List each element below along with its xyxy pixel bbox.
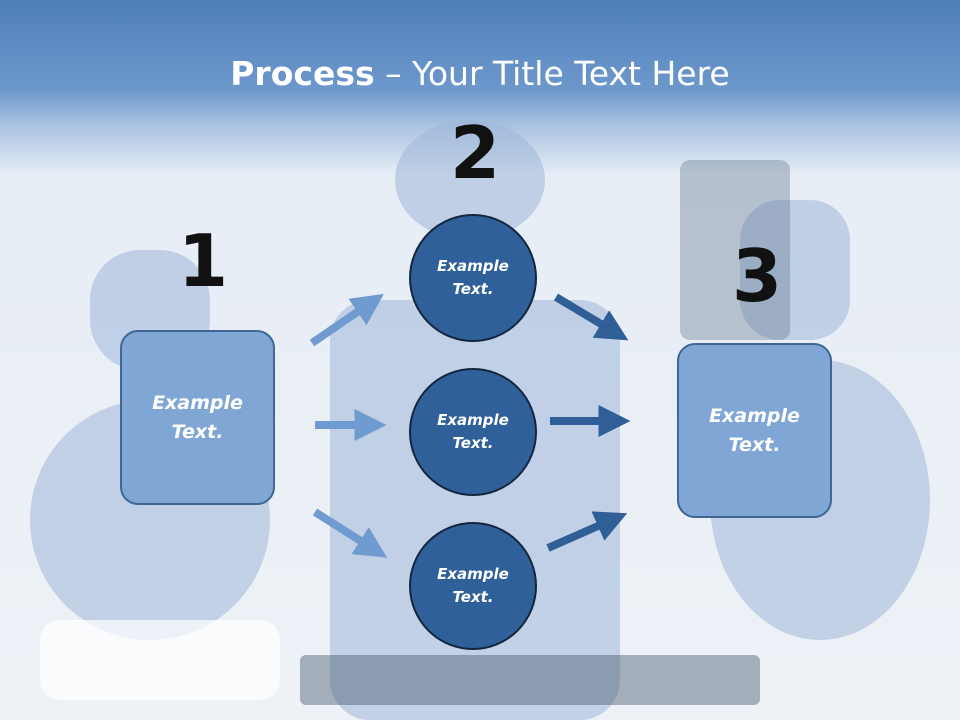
step-1-box: Example Text. [120,330,275,505]
step-number-3: 3 [732,234,783,318]
title-bold: Process [230,54,375,93]
circle-top-label: Example Text. [437,257,509,298]
step-3-label: Example Text. [709,404,800,456]
title-rest: – Your Title Text Here [374,54,730,93]
step-3-box: Example Text. [677,343,832,518]
slide-title: Process – Your Title Text Here [0,54,960,93]
arrow-right-top [553,293,629,341]
arrow-right-bottom [546,511,628,552]
arrow-left-bottom [312,508,388,558]
step-1-label: Example Text. [152,391,243,443]
arrow-left-top [309,293,384,347]
circle-middle: Example Text. [409,368,537,496]
circle-bottom-label: Example Text. [437,565,509,606]
circle-top: Example Text. [409,214,537,342]
circle-middle-label: Example Text. [437,411,509,452]
step-number-1: 1 [178,219,229,303]
step-number-2: 2 [450,111,501,195]
circle-bottom: Example Text. [409,522,537,650]
